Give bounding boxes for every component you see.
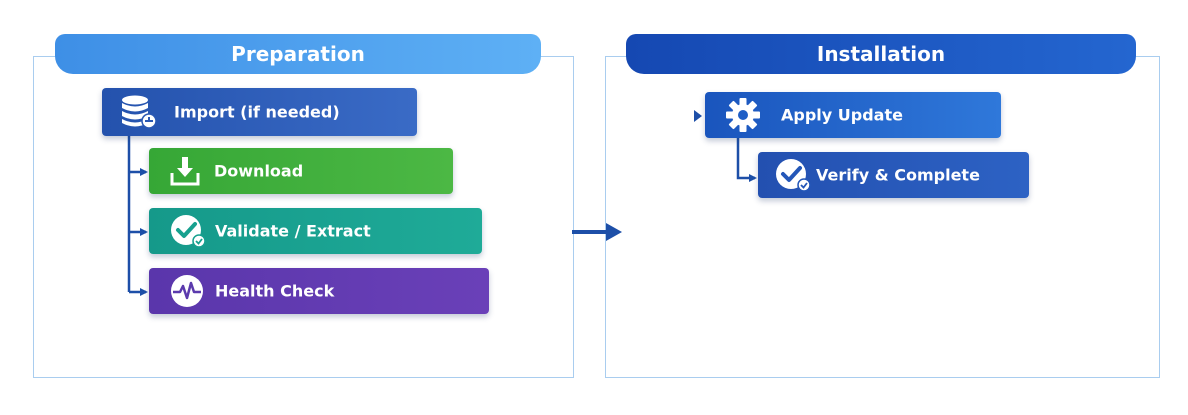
installation-header: Installation [626,34,1136,74]
gear-icon [725,97,761,133]
step-download[interactable]: Download [149,148,453,194]
heartbeat-icon [169,273,205,309]
preparation-header: Preparation [55,34,541,74]
preparation-title: Preparation [231,42,365,66]
step-verify-complete-label: Verify & Complete [816,165,980,185]
installation-title: Installation [816,42,946,66]
step-apply-update[interactable]: Apply Update [705,92,1001,138]
step-apply-update-label: Apply Update [781,105,903,125]
step-health-check-label: Health Check [215,281,335,301]
step-import[interactable]: Import (if needed) [102,88,417,136]
step-validate[interactable]: Validate / Extract [149,208,482,254]
step-import-label: Import (if needed) [174,102,340,122]
download-icon [169,155,201,187]
step-download-label: Download [214,161,304,181]
step-health-check[interactable]: Health Check [149,268,489,314]
check-circle-icon [169,213,207,249]
database-icon [118,94,158,130]
step-verify-complete[interactable]: Verify & Complete [758,152,1029,198]
step-validate-label: Validate / Extract [215,221,371,241]
check-circle-icon [774,157,812,193]
